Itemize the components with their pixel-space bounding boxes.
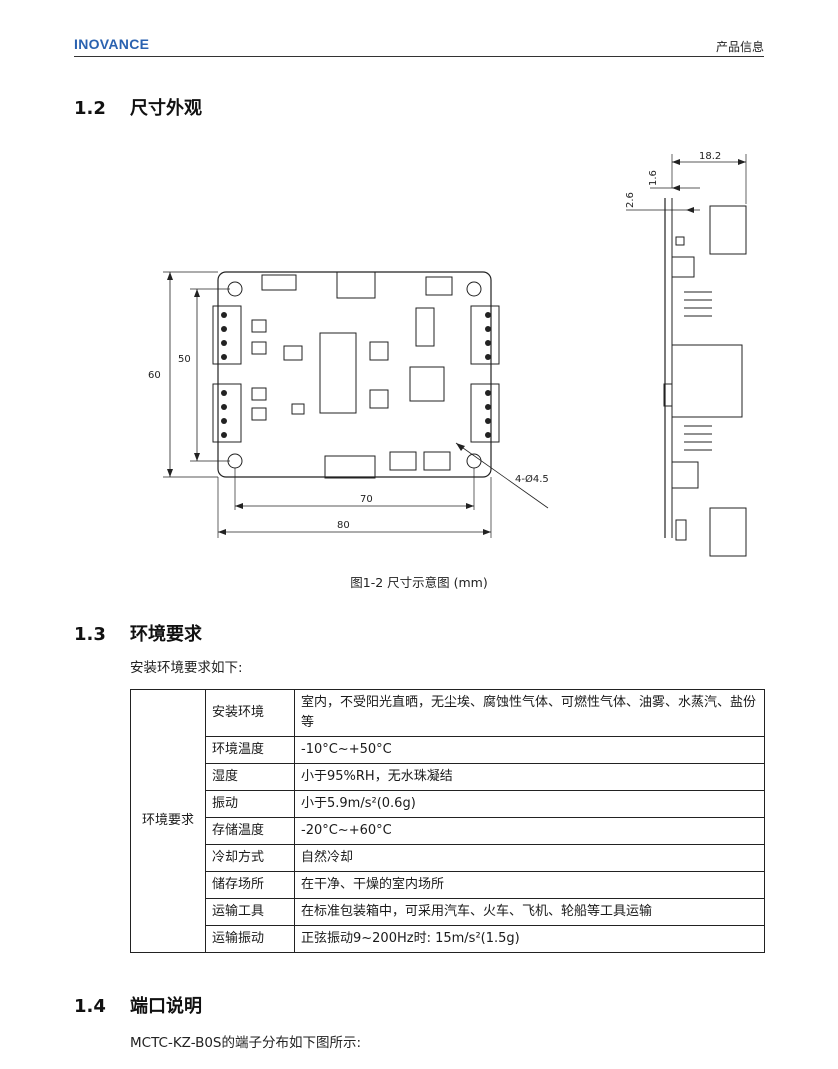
row-key: 湿度 [205, 763, 295, 791]
top-header [425, 276, 453, 296]
row-value: 小于5.9m/s²(0.6g) [294, 790, 765, 818]
section-heading-1-3: 1.3 环境要求 [74, 620, 202, 646]
row-value: 室内，不受阳光直晒，无尘埃、腐蚀性气体、可燃性气体、油雾、水蒸汽、盐份等 [294, 689, 765, 737]
section-number: 1.2 [74, 98, 106, 119]
component-mcu [409, 366, 445, 402]
section-title: 端口说明 [130, 996, 202, 1017]
row-key: 冷却方式 [205, 844, 295, 872]
section-number: 1.3 [74, 624, 106, 645]
mounting-hole [227, 453, 243, 469]
header-section-label: 产品信息 [715, 40, 764, 54]
section-heading-1-2: 1.2 尺寸外观 [74, 94, 202, 120]
left-terminal-block [212, 305, 242, 365]
row-value: 小于95%RH，无水珠凝结 [294, 763, 765, 791]
component-ic [415, 307, 435, 347]
right-terminal-block [470, 383, 500, 443]
dimension-diagram: 60 50 70 80 4-Ø4.5 [148, 151, 747, 557]
table-row: 存储温度 -20°C~+60°C [131, 817, 765, 845]
dim-height-outer: 60 [148, 370, 161, 381]
row-key: 储存场所 [205, 871, 295, 899]
bottom-connector [324, 455, 376, 479]
component-ic [251, 407, 267, 421]
dim-side-a: 1.6 [648, 170, 659, 186]
table-row: 环境温度 -10°C~+50°C [131, 736, 765, 764]
table-row: 冷却方式 自然冷却 [131, 844, 765, 872]
section-title: 尺寸外观 [130, 98, 202, 119]
row-key: 安装环境 [205, 689, 295, 737]
top-connector [336, 271, 376, 299]
dim-width-holes: 70 [360, 494, 373, 505]
dim-height-holes: 50 [178, 354, 191, 365]
terminal-pins [221, 312, 491, 438]
component-ic [291, 403, 305, 415]
section-heading-1-4: 1.4 端口说明 [74, 992, 202, 1018]
right-terminal-block [470, 305, 500, 365]
board-outline [217, 271, 492, 478]
component-ic [251, 387, 267, 401]
row-key: 运输工具 [205, 898, 295, 926]
hole-leader-line [455, 442, 549, 509]
group-cell: 环境要求 [130, 689, 206, 953]
table-row: 湿度 小于95%RH，无水珠凝结 [131, 763, 765, 791]
dim-side-b: 2.6 [625, 192, 636, 208]
component-display [319, 332, 357, 414]
row-value: -10°C~+50°C [294, 736, 765, 764]
component-ic [251, 341, 267, 355]
row-value: 在标准包装箱中，可采用汽车、火车、飞机、轮船等工具运输 [294, 898, 765, 926]
table-row: 振动 小于5.9m/s²(0.6g) [131, 790, 765, 818]
section-intro: 安装环境要求如下: [130, 660, 243, 676]
table-row: 运输工具 在标准包装箱中，可采用汽车、火车、飞机、轮船等工具运输 [131, 898, 765, 926]
left-terminal-block [212, 383, 242, 443]
row-value: 正弦振动9~200Hz时: 15m/s²(1.5g) [294, 925, 765, 953]
brand-logo: INOVANCE [74, 36, 150, 52]
row-value: 自然冷却 [294, 844, 765, 872]
figure-caption: 图1-2 尺寸示意图 (mm) [350, 575, 488, 590]
row-key: 存储温度 [205, 817, 295, 845]
table-row: 环境要求 安装环境 室内，不受阳光直晒，无尘埃、腐蚀性气体、可燃性气体、油雾、水… [130, 689, 765, 953]
component-button [369, 341, 389, 361]
environment-table: 环境要求 安装环境 室内，不受阳光直晒，无尘埃、腐蚀性气体、可燃性气体、油雾、水… [130, 689, 765, 953]
bottom-header [389, 451, 417, 471]
row-key: 振动 [205, 790, 295, 818]
row-key: 环境温度 [205, 736, 295, 764]
header-divider [74, 56, 764, 57]
row-value: -20°C~+60°C [294, 817, 765, 845]
component-button [369, 389, 389, 409]
component-ic [283, 345, 303, 361]
top-connector [261, 274, 297, 291]
bottom-header [423, 451, 451, 471]
side-view [663, 198, 747, 557]
section-title: 环境要求 [130, 624, 202, 645]
dim-width-outer: 80 [337, 520, 350, 531]
table-row: 储存场所 在干净、干燥的室内场所 [131, 871, 765, 899]
mounting-hole [227, 281, 243, 297]
section-number: 1.4 [74, 996, 106, 1017]
row-value: 在干净、干燥的室内场所 [294, 871, 765, 899]
mounting-hole [466, 281, 482, 297]
component-ic [251, 319, 267, 333]
row-key: 运输振动 [205, 925, 295, 953]
section-intro: MCTC-KZ-B0S的端子分布如下图所示: [130, 1035, 362, 1051]
dim-side-depth: 18.2 [699, 151, 721, 162]
dim-hole: 4-Ø4.5 [515, 473, 549, 485]
table-row: 运输振动 正弦振动9~200Hz时: 15m/s²(1.5g) [131, 925, 765, 953]
